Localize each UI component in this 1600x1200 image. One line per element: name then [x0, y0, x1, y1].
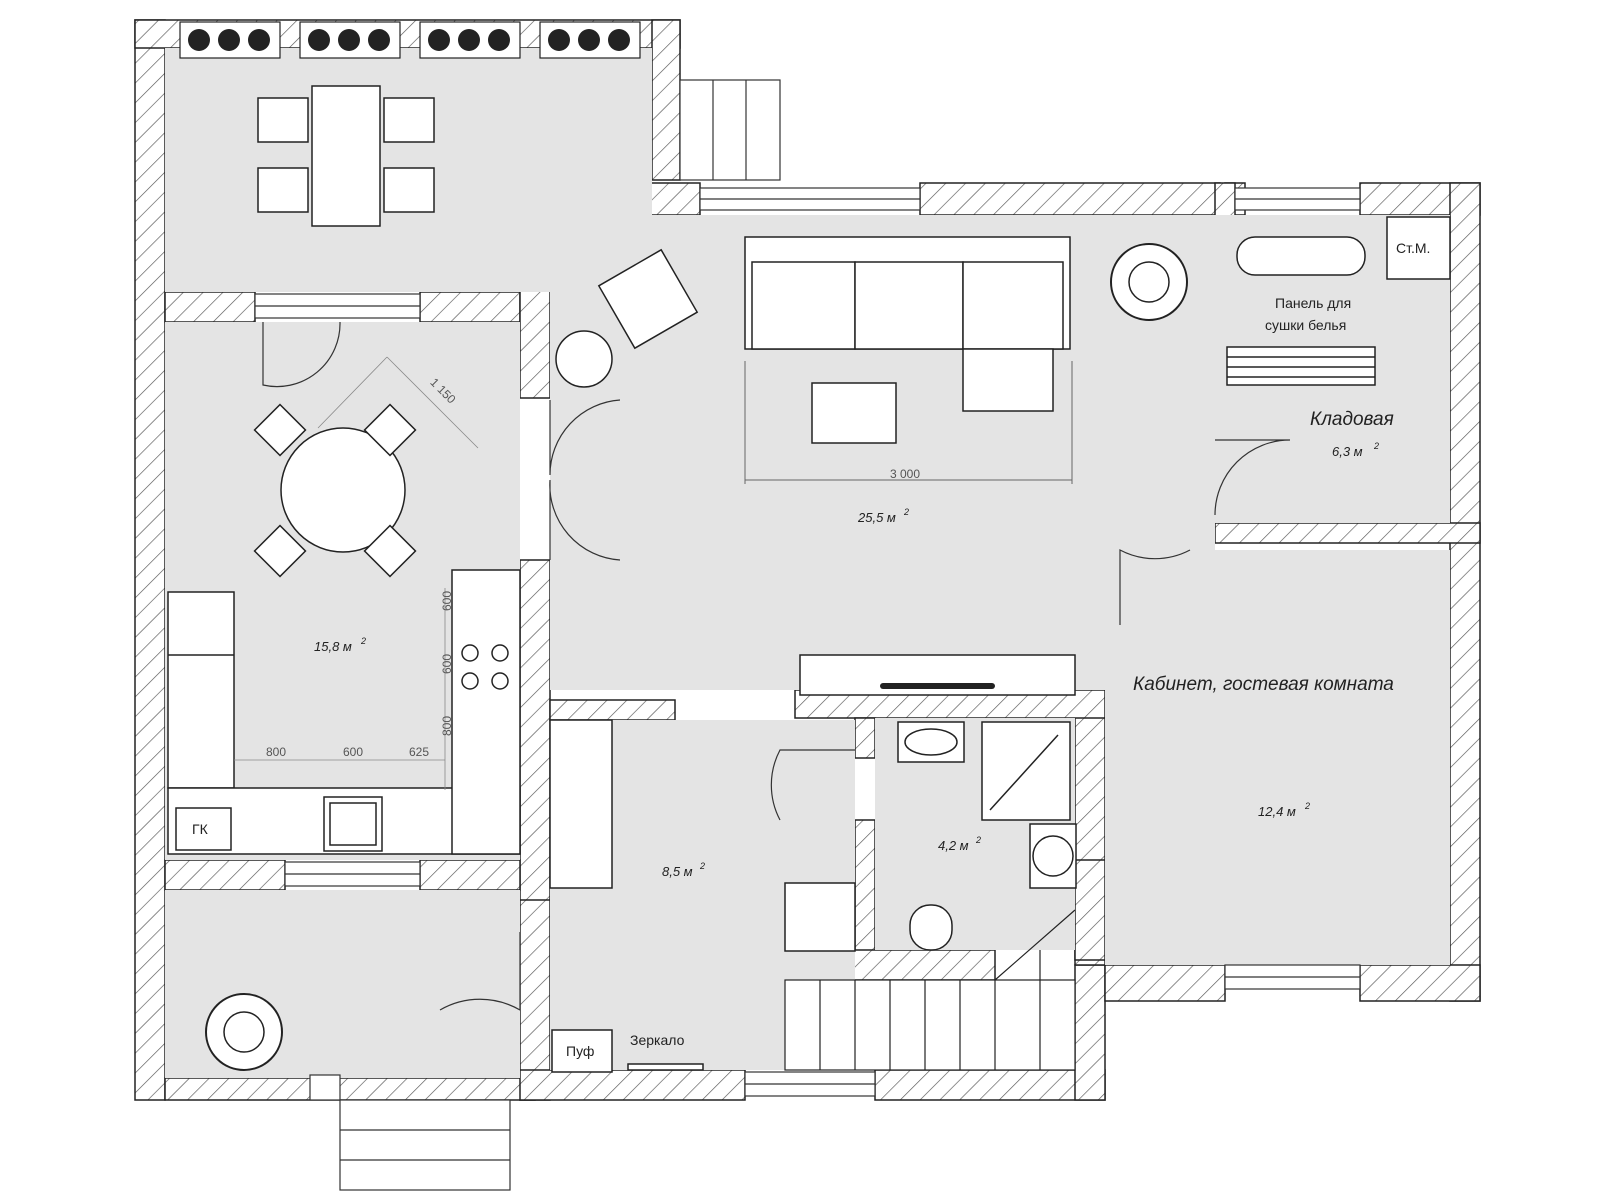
- dining-table-round: [253, 403, 417, 578]
- kitchen-area: 15,8 м: [314, 639, 352, 654]
- mirror-label: Зеркало: [630, 1032, 685, 1048]
- storage-fixtures: [1226, 216, 1451, 386]
- pouf-label: Пуф: [566, 1043, 594, 1059]
- stove-icon: [461, 644, 509, 690]
- sup-storage: 2: [1373, 441, 1379, 451]
- living-furniture: [555, 236, 1076, 696]
- sup-kitchen: 2: [360, 636, 366, 646]
- dimension-lines: [234, 356, 479, 790]
- area-superscripts: 2 2 2 2 2 2: [360, 441, 1379, 871]
- doors: [262, 321, 1291, 1012]
- bathroom-fixtures: [897, 721, 1077, 951]
- kitchen-counters: [167, 569, 521, 855]
- living-area: 25,5 м: [857, 510, 896, 525]
- drying-panel-label-2: сушки белья: [1265, 317, 1346, 333]
- plant-icon: [205, 243, 1188, 1071]
- dim-kitchen-v2: 600: [440, 654, 454, 674]
- sup-hall: 2: [699, 861, 705, 871]
- dim-rug-width: 3 000: [890, 467, 920, 481]
- dim-kitchen-h3: 625: [409, 745, 429, 759]
- tv-icon: [880, 683, 995, 689]
- sup-living: 2: [903, 507, 909, 517]
- office-area: 12,4 м: [1258, 804, 1296, 819]
- drying-panel-label-1: Панель для: [1275, 295, 1351, 311]
- dim-kitchen-v3: 800: [440, 716, 454, 736]
- terrace-dining-set: [257, 85, 435, 227]
- rug: [744, 361, 1073, 484]
- plant-icons-row: [188, 29, 630, 51]
- boiler-label: ГК: [192, 821, 209, 837]
- dim-kitchen-h1: 800: [266, 745, 286, 759]
- office-name: Кабинет, гостевая комната: [1133, 674, 1394, 695]
- hall-furniture: [549, 719, 856, 1073]
- bath-area: 4,2 м: [938, 838, 969, 853]
- windows: [254, 187, 1361, 1097]
- sup-office: 2: [1304, 801, 1310, 811]
- staircase: [784, 909, 1076, 1071]
- porch-steps: [309, 79, 781, 1191]
- storage-name: Кладовая: [1310, 409, 1394, 430]
- hall-area: 8,5 м: [662, 864, 693, 879]
- dim-kitchen-h2: 600: [343, 745, 363, 759]
- storage-area: 6,3 м: [1332, 444, 1363, 459]
- sup-bath: 2: [975, 835, 981, 845]
- dim-kitchen-v1: 600: [440, 591, 454, 611]
- washer-label: Ст.М.: [1396, 240, 1430, 256]
